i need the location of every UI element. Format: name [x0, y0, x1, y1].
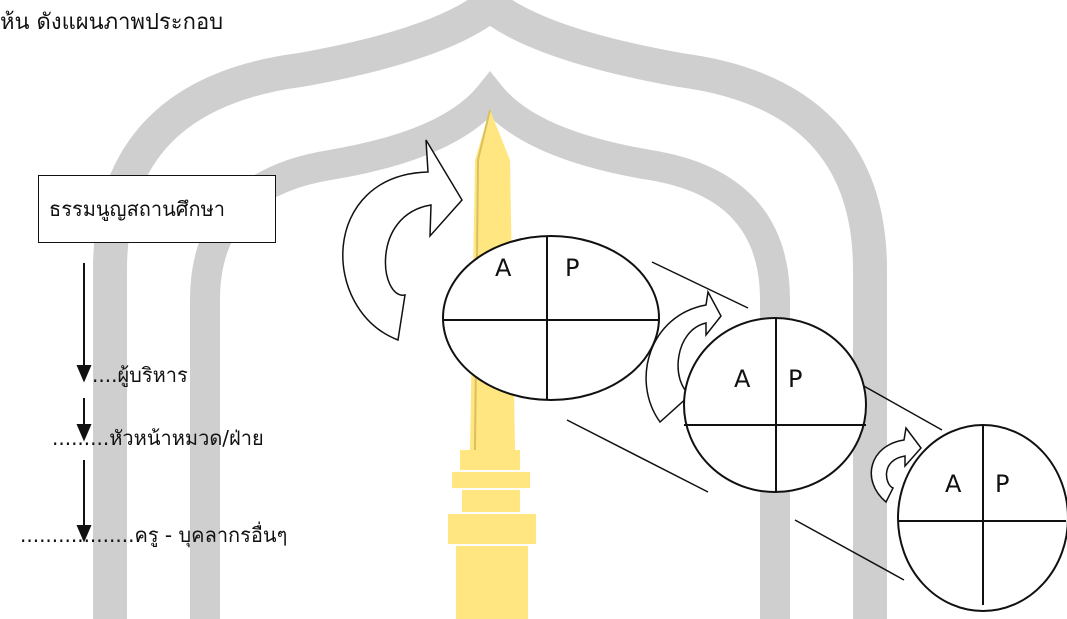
level-2-prefix: .........: [52, 426, 110, 450]
level-1: ....ผู้บริหาร: [92, 359, 188, 391]
charter-box: ธรรมนูญสถานศึกษา: [38, 175, 276, 243]
curved-arrow-2: [645, 289, 722, 424]
charter-box-label: ธรรมนูญสถานศึกษา: [49, 197, 226, 221]
cycle-3-q2-label: P: [995, 470, 1010, 498]
cycle-3-q1-label: A: [945, 470, 962, 498]
level-3-prefix: ..................: [20, 523, 135, 547]
curved-arrow-3: [870, 426, 922, 504]
arrowhead-3: [76, 525, 92, 543]
pdca-circle-2: [683, 317, 867, 493]
connector-lines: [566, 261, 943, 581]
level-2: .........หัวหน้าหมวด/ฝ่าย: [52, 422, 264, 454]
arrowhead-2: [76, 424, 92, 442]
pdca-circle-1: [442, 235, 660, 401]
cycle-arrows: [342, 139, 922, 504]
level-3-label: ครู - บุคลากรอื่นๆ: [134, 523, 288, 547]
cycle-1-q2-label: P: [565, 254, 580, 282]
curved-arrow-1: [342, 139, 463, 342]
arrowhead-1: [76, 365, 92, 383]
pdca-circle-3: [897, 424, 1067, 612]
level-2-label: หัวหน้าหมวด/ฝ่าย: [109, 426, 264, 450]
level-1-prefix: ....: [92, 363, 118, 387]
hierarchy-arrows: [76, 263, 92, 543]
level-1-label: ผู้บริหาร: [117, 363, 188, 387]
cycle-2-q1-label: A: [734, 365, 751, 393]
cycle-1-q1-label: A: [495, 254, 512, 282]
level-3: ..................ครู - บุคลากรอื่นๆ: [20, 519, 287, 551]
caption-text: ห้น ดังแผนภาพประกอบ: [0, 10, 224, 35]
cycle-2-q2-label: P: [788, 365, 803, 393]
